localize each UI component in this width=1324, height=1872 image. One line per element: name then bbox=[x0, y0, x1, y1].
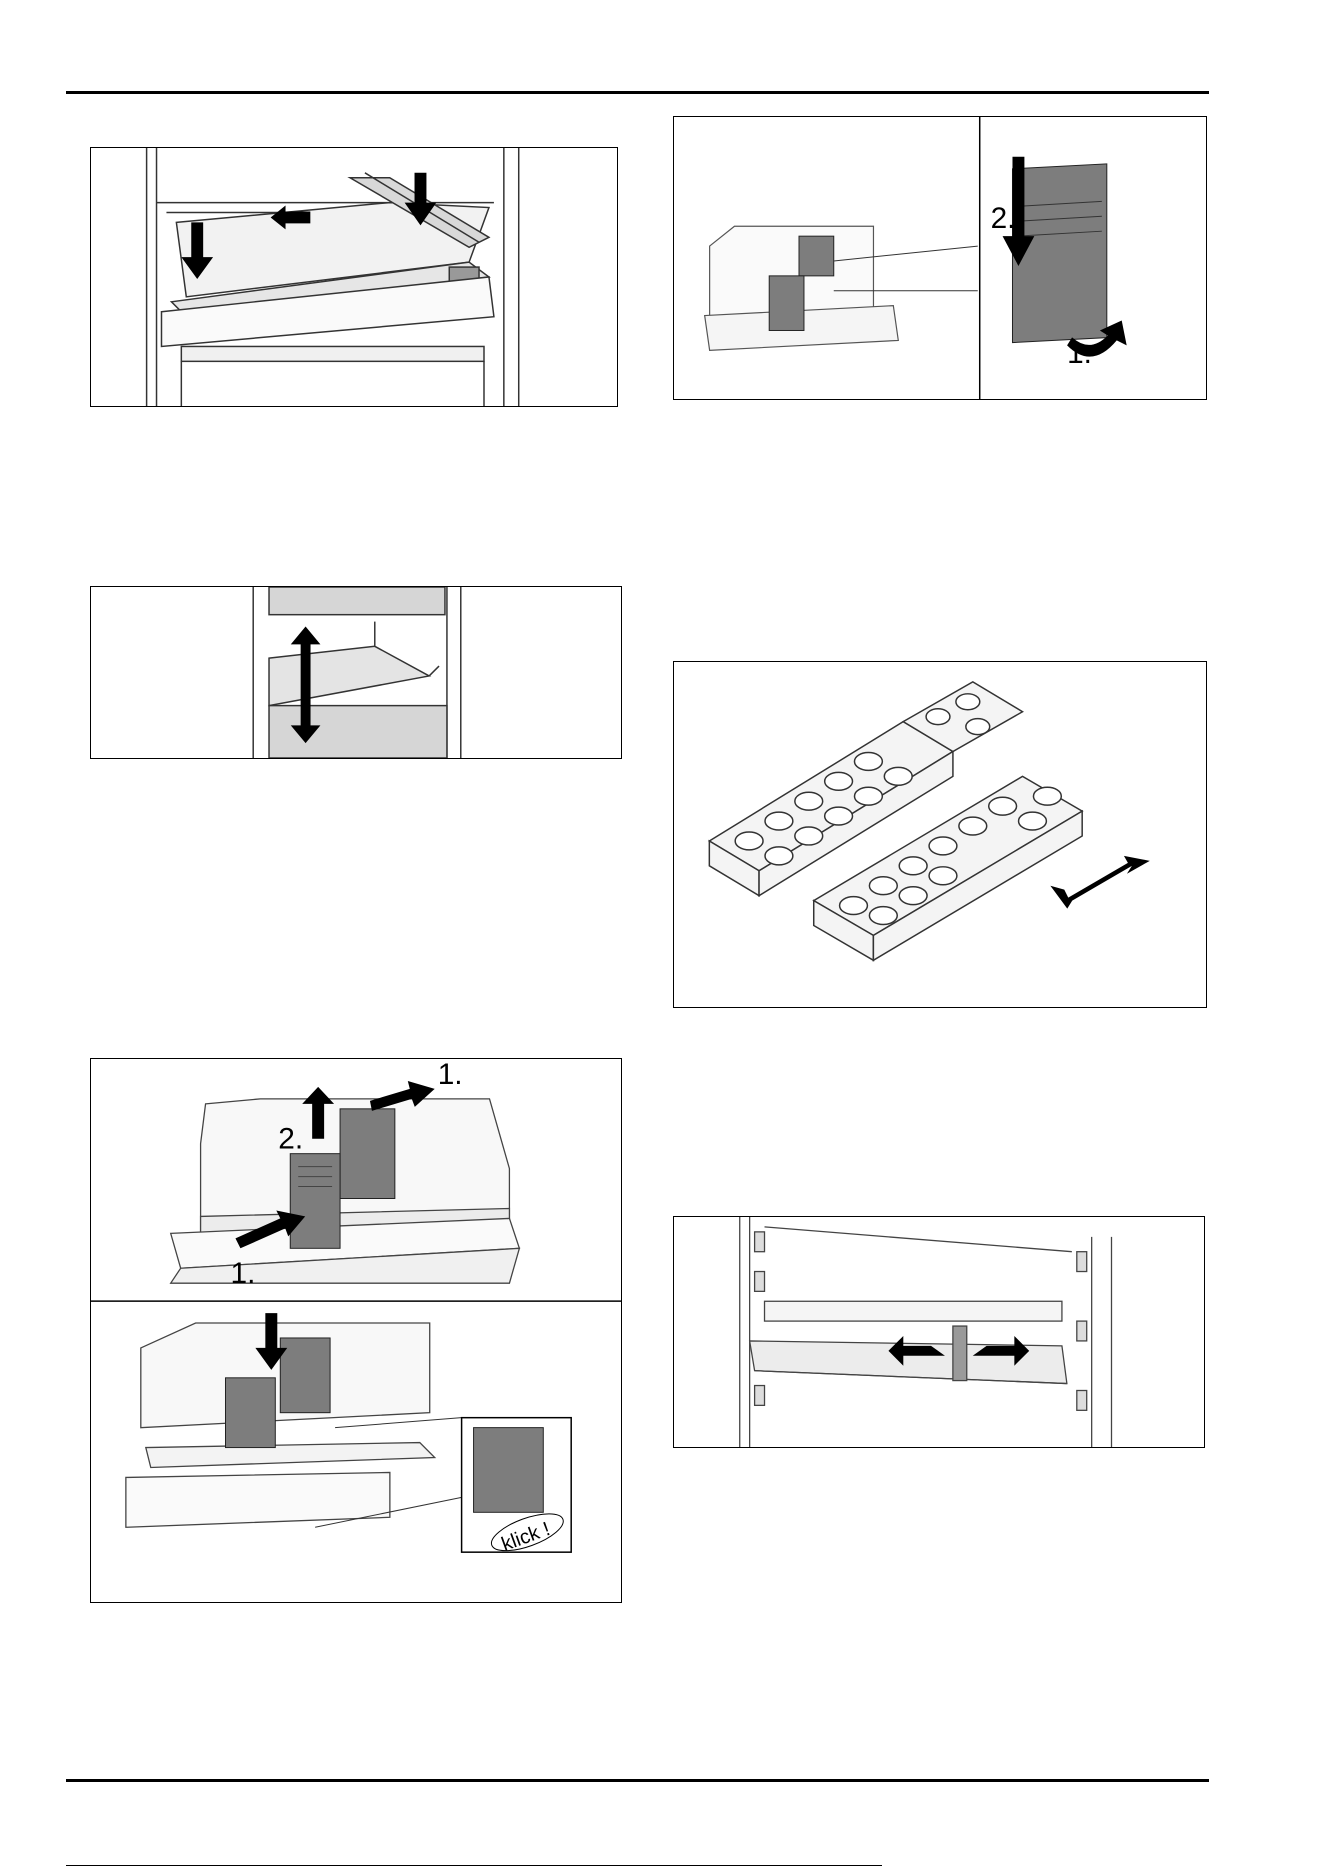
footer-underline bbox=[66, 1865, 882, 1866]
figure-glass-shelf bbox=[90, 147, 618, 407]
arrow-horizontal-double-icon bbox=[1050, 856, 1149, 909]
figure-egg-tray bbox=[673, 661, 1207, 1008]
figure-divider-insert: 1. 2. 1. klick ! bbox=[90, 1058, 622, 1603]
door-shelf-illustration bbox=[674, 1217, 1204, 1447]
step-1-label-top: 1. bbox=[438, 1059, 463, 1091]
footer-rule bbox=[66, 1779, 1209, 1782]
step-2-label: 2. bbox=[991, 202, 1016, 235]
figure-divider-remove: 2. 1. bbox=[673, 116, 1207, 400]
step-2-label: 2. bbox=[278, 1123, 303, 1156]
glass-shelf-illustration bbox=[91, 148, 617, 406]
figure-drawer bbox=[90, 586, 622, 759]
step-1-label: 1. bbox=[1067, 337, 1092, 370]
egg-tray-illustration bbox=[674, 662, 1206, 1007]
divider-insert-illustration: 1. 2. 1. klick ! bbox=[91, 1059, 621, 1602]
step-1-label-bottom: 1. bbox=[230, 1257, 255, 1290]
divider-remove-illustration: 2. 1. bbox=[674, 117, 1206, 399]
figure-door-shelf bbox=[673, 1216, 1205, 1448]
header-rule bbox=[66, 91, 1209, 94]
drawer-illustration bbox=[91, 587, 621, 758]
